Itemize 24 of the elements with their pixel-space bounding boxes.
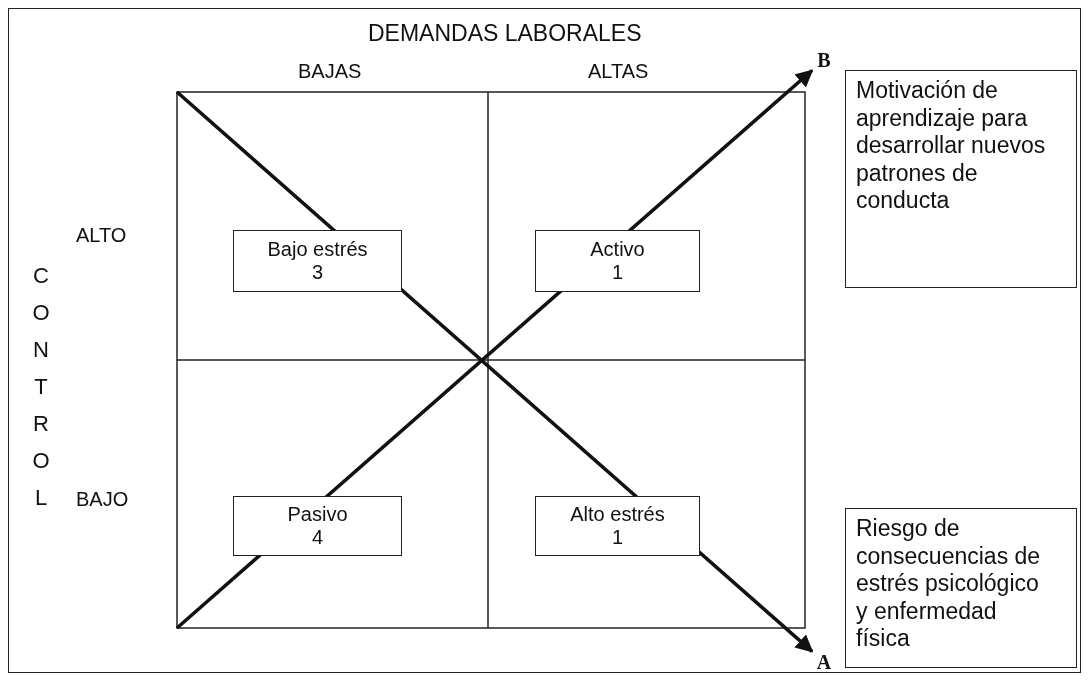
box-text: 1 xyxy=(611,526,624,549)
box-text: Alto estrés xyxy=(570,503,665,526)
note-box xyxy=(845,508,1077,668)
box-text: Activo xyxy=(590,238,645,261)
axis-label: ALTO xyxy=(76,224,127,247)
axis-label: DEMANDAS LABORALES xyxy=(368,20,642,47)
axis-end-letter: A xyxy=(812,648,836,676)
quadrant-box xyxy=(535,230,700,292)
axis-label: BAJAS xyxy=(298,60,362,83)
axis-title: CONTROL xyxy=(31,262,51,512)
box-text: 4 xyxy=(311,526,324,549)
box-text: Bajo estrés xyxy=(267,238,368,261)
note-box xyxy=(845,70,1077,288)
box-text: Riesgo de consecuencias de estrés psicológico y enfermedad física xyxy=(856,515,1042,653)
box-text: 1 xyxy=(611,261,624,284)
axis-label: BAJO xyxy=(76,488,129,511)
box-text: 3 xyxy=(311,261,324,284)
quadrant-box xyxy=(535,496,700,556)
box-text: Pasivo xyxy=(287,503,348,526)
box-text: Motivación de aprendizaje para desarrollar nuevos patrones de conducta xyxy=(856,77,1046,215)
axis-label: ALTAS xyxy=(588,60,649,83)
quadrant-box xyxy=(233,496,402,556)
quadrant-box xyxy=(233,230,402,292)
axis-end-letter: B xyxy=(812,46,836,74)
